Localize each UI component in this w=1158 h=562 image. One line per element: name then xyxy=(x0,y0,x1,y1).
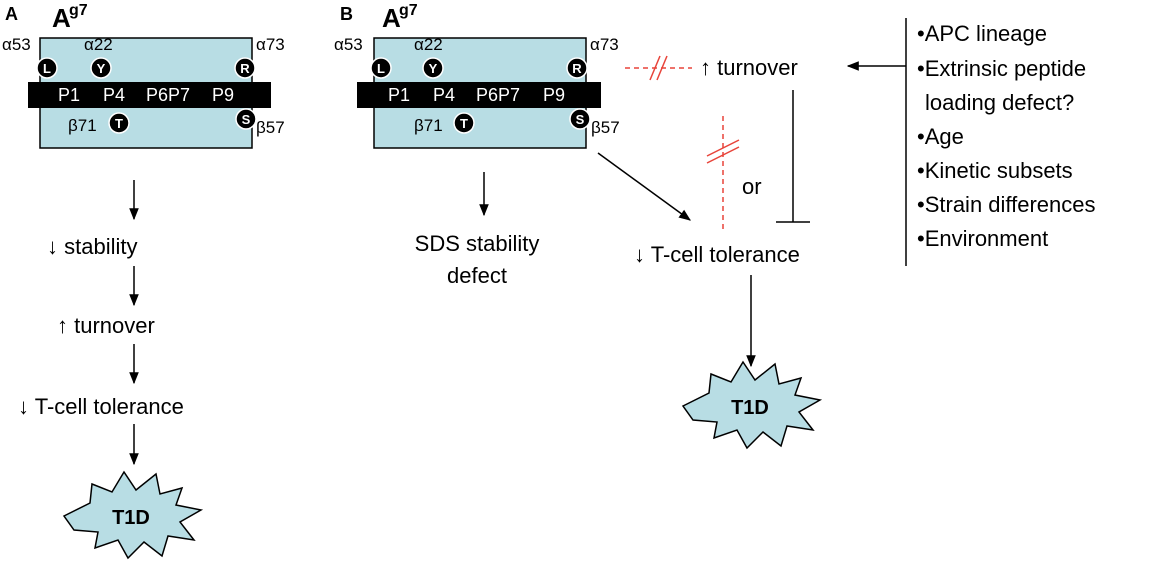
panel-a-step-tolerance: ↓ T-cell tolerance xyxy=(18,394,184,419)
panel-a-step-stability: ↓ stability xyxy=(47,234,137,259)
panel-b-residue-a73-letter: R xyxy=(572,61,582,76)
panel-b-turnover: ↑ turnover xyxy=(700,55,798,80)
panel-b-residue-a22-letter: Y xyxy=(429,61,438,76)
factor-extrinsic-peptide: •Extrinsic peptide xyxy=(917,56,1086,81)
panel-b-residue-b57-label: β57 xyxy=(591,118,620,137)
panel-b: B A g7 P1 P4 P6P7 P9 α53 α22 α73 β71 β57… xyxy=(334,2,1096,450)
panel-b-break-mark-v1 xyxy=(706,139,740,157)
factor-strain-differences: •Strain differences xyxy=(917,192,1096,217)
panel-b-residue-b71-letter: T xyxy=(460,116,468,131)
panel-a-pocket-p6p7: P6P7 xyxy=(146,85,190,105)
panel-a-residue-b57-label: β57 xyxy=(256,118,285,137)
panel-a-pocket-p9: P9 xyxy=(212,85,234,105)
panel-b-molecule-superscript: g7 xyxy=(399,2,418,19)
panel-b-molecule-name: A xyxy=(382,3,401,33)
panel-a-residue-b57: S xyxy=(235,108,257,130)
factor-environment: •Environment xyxy=(917,226,1048,251)
panel-b-pocket-p1: P1 xyxy=(388,85,410,105)
panel-b-break-mark-h1 xyxy=(649,55,661,81)
factor-loading-defect: loading defect? xyxy=(925,90,1074,115)
panel-b-residue-a73: R xyxy=(566,57,588,79)
panel-b-tolerance: ↓ T-cell tolerance xyxy=(634,242,800,267)
panel-a-residue-a73-letter: R xyxy=(240,61,250,76)
panel-b-letter: B xyxy=(340,4,353,24)
panel-b-peptide-bar xyxy=(357,82,601,108)
panel-b-outcome: T1D xyxy=(731,397,769,419)
panel-a-t1d-starburst xyxy=(62,470,204,560)
panel-b-residue-a22: Y xyxy=(422,57,444,79)
panel-b-residue-a53-letter: L xyxy=(377,61,385,76)
panel-b-residue-a53: L xyxy=(370,57,392,79)
panel-a-residue-a22-letter: Y xyxy=(97,61,106,76)
panel-a-pocket-p1: P1 xyxy=(58,85,80,105)
panel-a-residue-a53-label: α53 xyxy=(2,35,31,54)
panel-b-residue-b57-letter: S xyxy=(576,112,585,127)
panel-b-residue-a53-label: α53 xyxy=(334,35,363,54)
panel-b-break-mark-h2 xyxy=(656,55,668,81)
factor-age: •Age xyxy=(917,124,964,149)
panel-b-residue-b71-label: β71 xyxy=(414,116,443,135)
panel-b-pocket-p4: P4 xyxy=(433,85,455,105)
panel-a-outcome: T1D xyxy=(112,507,150,529)
panel-b-sds-line1: SDS stability xyxy=(415,231,540,256)
panel-a-residue-b71: T xyxy=(108,112,130,134)
panel-a-step-turnover: ↑ turnover xyxy=(57,313,155,338)
panel-a-residue-b71-label: β71 xyxy=(68,116,97,135)
panel-a-residue-b71-letter: T xyxy=(115,116,123,131)
panel-a-residue-b57-letter: S xyxy=(242,112,251,127)
panel-a-pocket-p4: P4 xyxy=(103,85,125,105)
panel-b-arrow-diagonal xyxy=(597,152,691,221)
panel-a: A A g7 P1 P4 P6P7 P9 α53 α22 α73 β71 β57… xyxy=(2,2,285,560)
panel-a-molecule-superscript: g7 xyxy=(69,2,88,19)
factor-kinetic-subsets: •Kinetic subsets xyxy=(917,158,1073,183)
panel-a-residue-a53: L xyxy=(36,57,58,79)
panel-b-pocket-p9: P9 xyxy=(543,85,565,105)
panel-b-break-mark-v2 xyxy=(706,146,740,164)
panel-b-residue-a22-label: α22 xyxy=(414,35,443,54)
panel-b-or-label: or xyxy=(742,174,762,199)
panel-b-residue-a73-label: α73 xyxy=(590,35,619,54)
panel-b-residue-b57: S xyxy=(569,108,591,130)
panel-a-peptide-bar xyxy=(28,82,271,108)
panel-b-residue-b71: T xyxy=(453,112,475,134)
panel-b-t1d-starburst xyxy=(681,360,823,450)
factor-apc-lineage: •APC lineage xyxy=(917,21,1047,46)
panel-a-residue-a73-label: α73 xyxy=(256,35,285,54)
panel-b-pocket-p6p7: P6P7 xyxy=(476,85,520,105)
panel-b-sds-line2: defect xyxy=(447,263,507,288)
panel-a-residue-a73: R xyxy=(234,57,256,79)
panel-a-residue-a53-letter: L xyxy=(43,61,51,76)
panel-a-residue-a22-label: α22 xyxy=(84,35,113,54)
panel-a-letter: A xyxy=(5,4,18,24)
panel-a-molecule-name: A xyxy=(52,3,71,33)
panel-a-residue-a22: Y xyxy=(90,57,112,79)
